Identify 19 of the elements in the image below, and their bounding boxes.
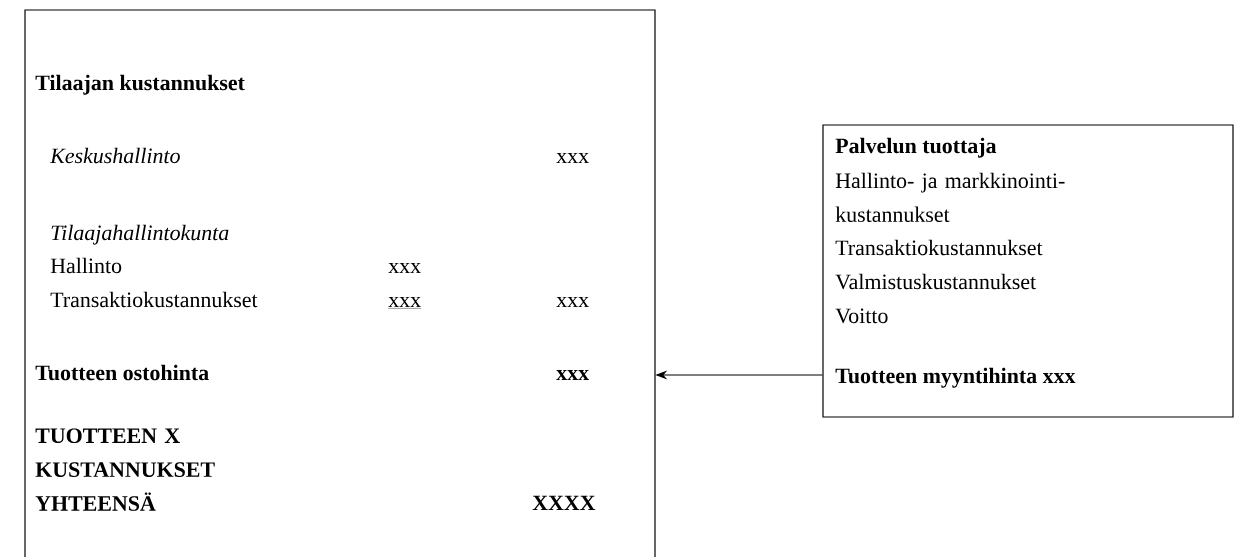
cost-text: xxx — [556, 152, 589, 163]
cost-text: Tilaajahallintokunta — [51, 224, 229, 245]
cost-text: xxx — [388, 296, 422, 309]
cost-text: XXXX — [532, 495, 596, 510]
cost-text: Hallinto- ja markkinointi-kustannukset — [835, 172, 1065, 222]
cost-text: Transaktiokustannukset — [835, 239, 1043, 256]
cost-text: Hallinto — [50, 257, 122, 274]
cost-text: Tuotteen myyntihinta xxx — [835, 367, 1076, 388]
cost-text: xxx — [556, 369, 589, 380]
cost-text: Voitto — [835, 308, 888, 324]
cost-text: xxx — [556, 296, 589, 307]
cost-text: Keskushallinto — [49, 147, 180, 164]
cost-text: TUOTTEEN X KUSTANNUKSET YHTEENSÄ — [35, 428, 215, 511]
cost-text: Tuotteen ostohinta — [35, 364, 209, 381]
cost-text: Palvelun tuottaja — [835, 137, 997, 158]
cost-text: xxx — [388, 262, 421, 273]
cost-text: Valmistuskustannukset — [835, 273, 1036, 290]
cost-text: Tilaajan kustannukset — [35, 74, 245, 95]
cost-text: Transaktiokustannukset — [50, 291, 258, 308]
